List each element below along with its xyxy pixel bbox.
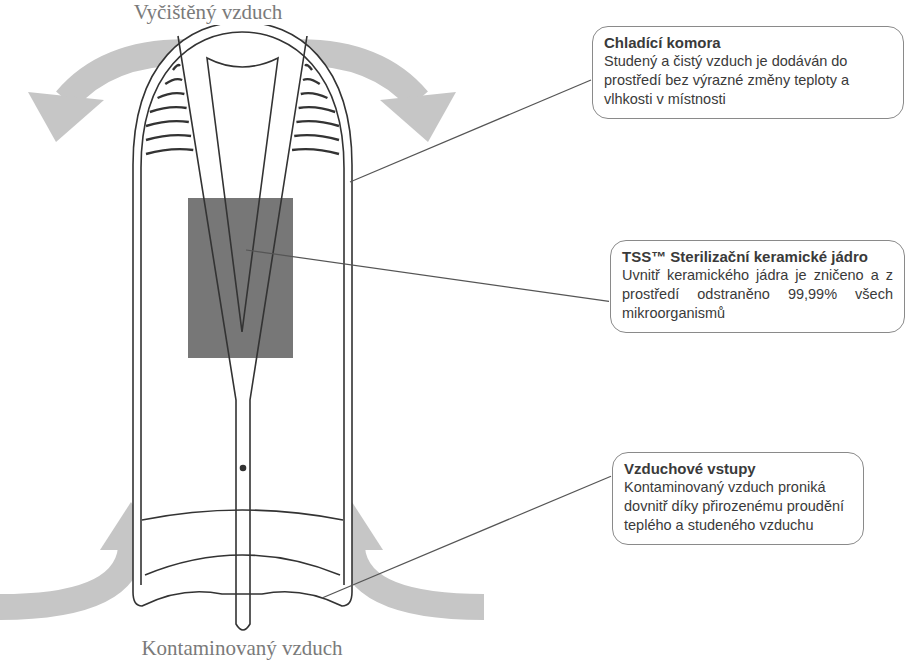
vent-slat: [158, 93, 185, 98]
vent-slat: [296, 121, 339, 126]
vent-slat: [305, 65, 312, 70]
ceramic-core-box: TSS™ Sterilizační keramické jádroUvnitř …: [610, 240, 905, 333]
purifier-body: [133, 22, 352, 630]
vent-slat: [173, 65, 180, 70]
vent-slats: [146, 65, 339, 154]
leader-line: [246, 250, 609, 301]
vent-slat: [165, 79, 182, 84]
flow-label: Vyčištěný vzduch: [130, 0, 287, 25]
vent-slat: [299, 107, 336, 112]
box-heading: TSS™ Sterilizační keramické jádro: [622, 247, 893, 266]
air-inlet-box: Vzduchové vstupyKontaminovaný vzduch pro…: [612, 452, 864, 545]
vent-slat: [146, 121, 189, 126]
vent-slat: [150, 107, 187, 112]
box-heading: Chladící komora: [604, 33, 892, 52]
vent-slat: [301, 93, 328, 98]
leader-line: [350, 80, 591, 182]
vent-slat: [294, 135, 339, 140]
vent-slat: [146, 135, 191, 140]
box-body: Kontaminovaný vzduch proniká dovnitř dík…: [624, 478, 852, 535]
flow-label: Kontaminovaný vzduch: [137, 636, 346, 661]
leader-line: [322, 476, 611, 598]
box-body: Uvnitř keramického jádra je zničeno a z …: [622, 266, 893, 323]
box-heading: Vzduchové vstupy: [624, 459, 852, 478]
cooling-chamber-box: Chladící komoraStudený a čistý vzduch je…: [592, 26, 904, 119]
vent-slat: [303, 79, 320, 84]
vent-slat: [292, 149, 339, 154]
box-body: Studený a čistý vzduch je dodáván do pro…: [604, 52, 892, 109]
vent-slat: [146, 149, 193, 154]
